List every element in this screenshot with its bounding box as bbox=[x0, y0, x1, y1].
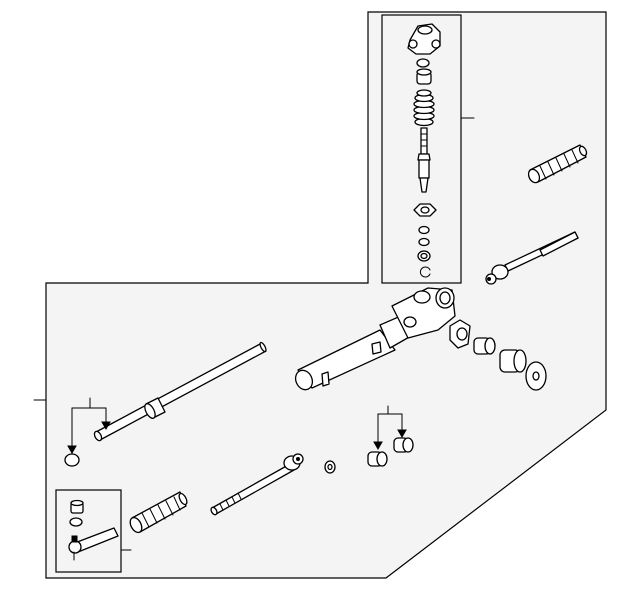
inner-tie-rod bbox=[210, 453, 304, 516]
nut bbox=[70, 499, 84, 514]
inner-tie-rod bbox=[485, 231, 579, 285]
main-assembly-panel bbox=[45, 11, 607, 579]
mount-bushing bbox=[499, 349, 527, 373]
dust-boot bbox=[413, 89, 435, 127]
nut bbox=[324, 460, 336, 474]
mount-bushing bbox=[393, 437, 414, 453]
steering-gear-housing bbox=[294, 287, 456, 391]
snap-ring bbox=[420, 266, 431, 278]
pinion-shaft bbox=[417, 127, 431, 193]
tie-rod-end-inset-panel bbox=[55, 489, 122, 573]
seal-ring bbox=[416, 58, 430, 68]
rack-ring bbox=[144, 397, 166, 419]
gasket-plate bbox=[413, 203, 437, 217]
mount-bracket bbox=[449, 319, 471, 349]
bushing bbox=[417, 250, 431, 262]
o-ring bbox=[418, 237, 430, 247]
tie-rod-end bbox=[68, 527, 119, 561]
callout-arrows-center bbox=[373, 405, 407, 451]
mount-bushing bbox=[367, 451, 388, 467]
callout-arrows-left bbox=[67, 397, 111, 455]
pinion-housing-cover bbox=[407, 23, 441, 55]
tie-rod-boot bbox=[527, 144, 588, 184]
steering-rack bbox=[93, 341, 267, 442]
tie-rod-boot bbox=[129, 491, 188, 534]
o-ring bbox=[418, 225, 430, 235]
o-ring bbox=[64, 453, 80, 467]
washer bbox=[69, 517, 83, 527]
mount-bushing bbox=[473, 337, 496, 355]
washer bbox=[525, 361, 547, 391]
bushing bbox=[416, 68, 432, 85]
